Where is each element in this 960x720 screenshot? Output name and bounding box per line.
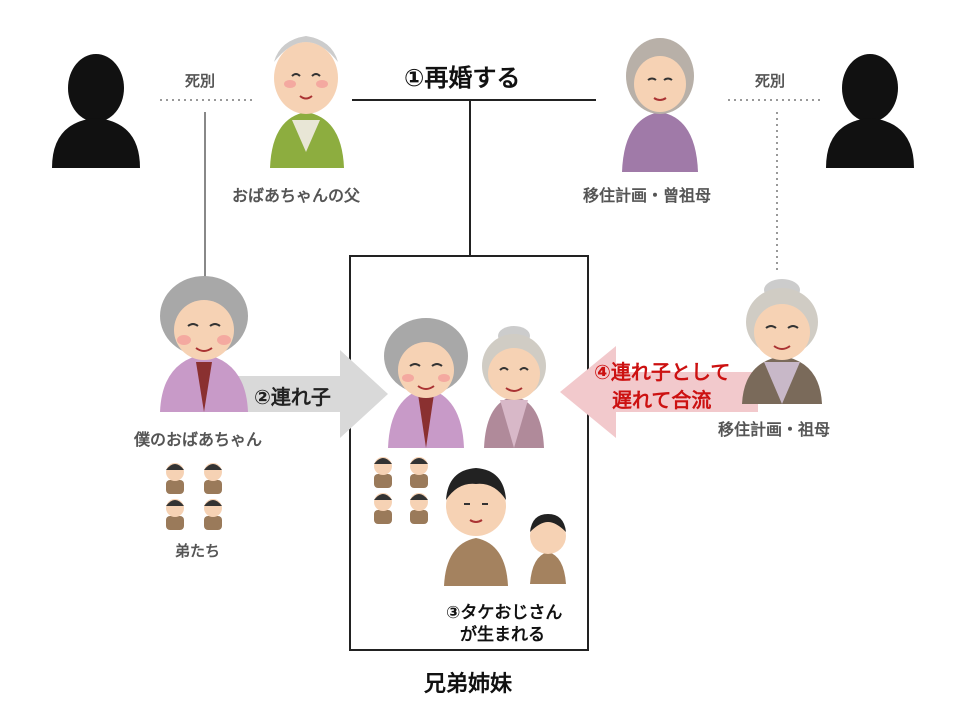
my-grandma-label: 僕のおばあちゃん — [134, 430, 263, 449]
younger-brothers-icons — [166, 463, 222, 530]
death-label-left: 死別 — [185, 72, 216, 90]
stepchild-label: ②連れ子 — [254, 385, 331, 409]
siblings-label: 兄弟姉妹 — [424, 672, 513, 697]
late-stepchild-label-2: 遅れて合流 — [612, 388, 712, 412]
stepchild-arrow — [200, 350, 388, 438]
deceased-silhouette-right — [826, 54, 914, 168]
plan-grandmother-label: 移住計画・祖母 — [718, 420, 831, 439]
late-stepchild-arrow — [560, 346, 758, 438]
take-uncle-label-1: ③タケおじさん — [446, 603, 563, 623]
death-label-right: 死別 — [755, 72, 786, 90]
late-stepchild-label-1: ④連れ子として — [594, 360, 731, 384]
remarry-label: ①再婚する — [404, 64, 521, 92]
box-grandma-figure — [384, 318, 468, 448]
great-grandfather-figure — [270, 36, 344, 168]
take-uncle-figure — [444, 468, 508, 586]
plan-grandmother-figure — [742, 279, 822, 404]
deceased-silhouette-left — [52, 54, 140, 168]
child-figure — [530, 514, 566, 584]
take-uncle-label-2: が生まれる — [460, 625, 545, 645]
siblings-box — [349, 255, 589, 651]
great-grandmother-figure — [622, 38, 698, 172]
younger-brothers-label: 弟たち — [175, 542, 221, 560]
great-grandfather-label: おばあちゃんの父 — [232, 186, 361, 205]
my-grandma-figure — [160, 276, 248, 412]
box-bun-grandma-figure — [482, 326, 546, 448]
great-grandmother-label: 移住計画・曾祖母 — [583, 186, 712, 205]
box-brothers-icons — [374, 457, 428, 524]
